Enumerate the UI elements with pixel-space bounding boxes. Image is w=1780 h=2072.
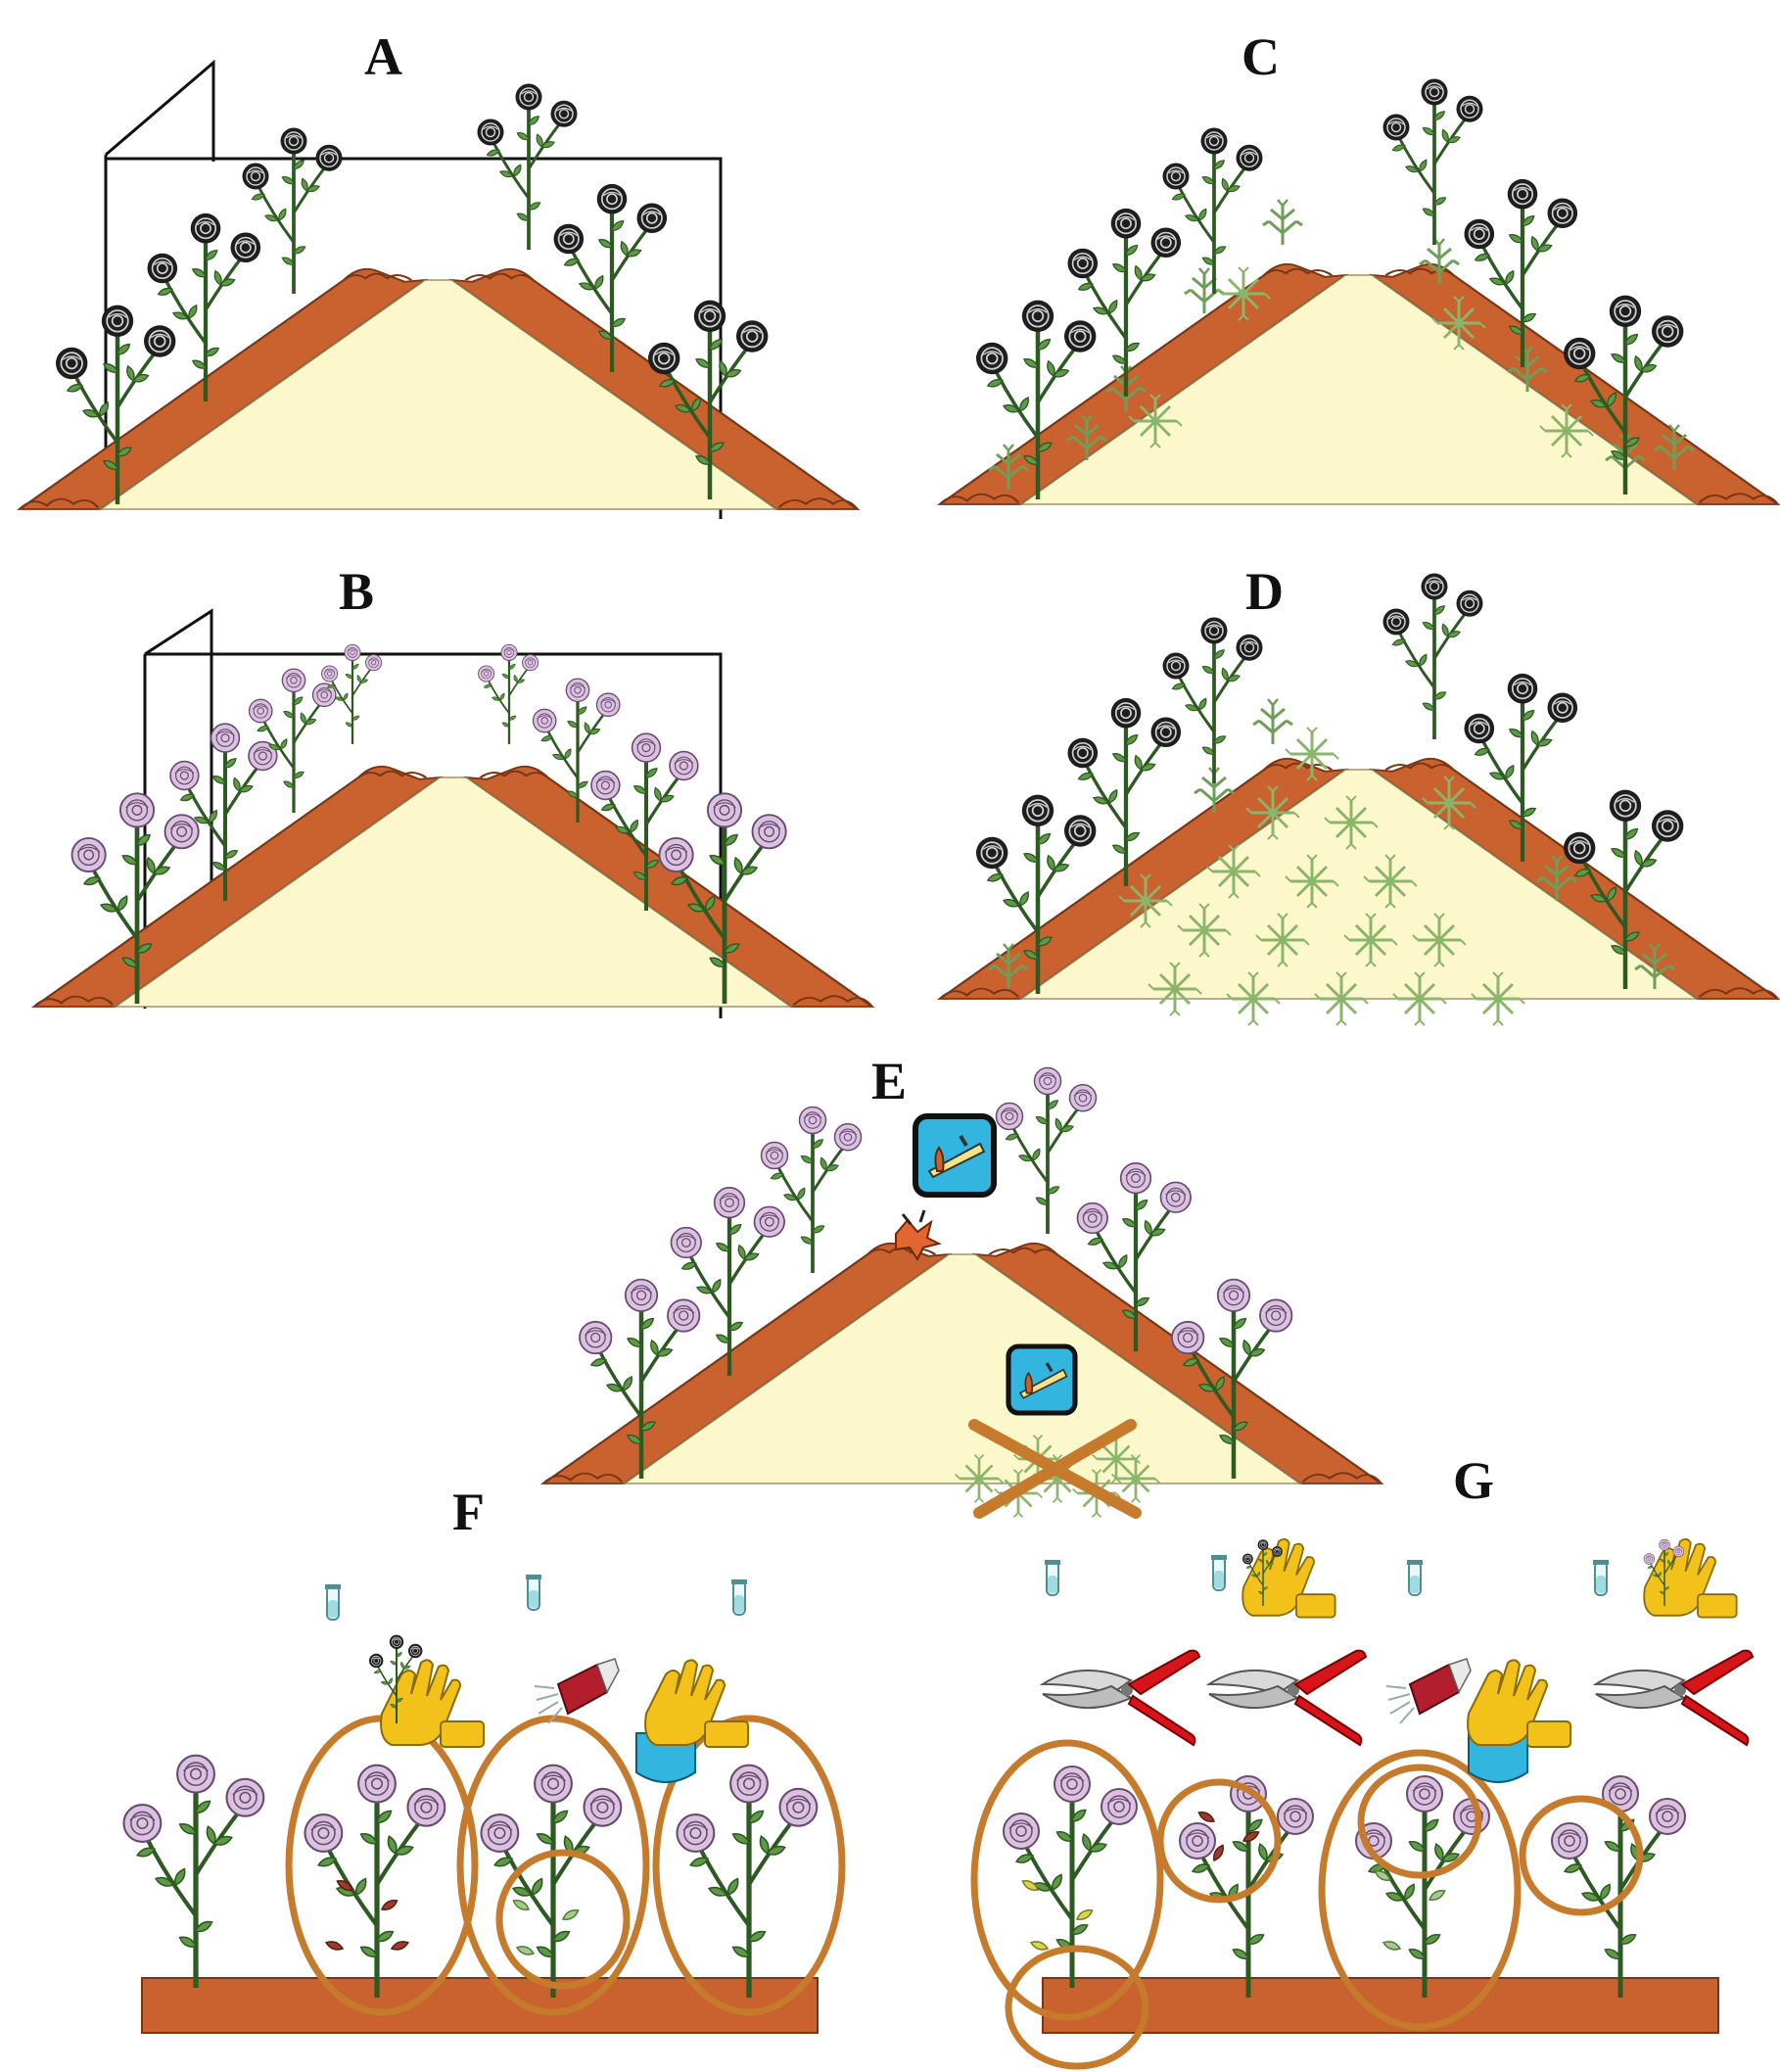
inspection-rings xyxy=(285,1715,846,2016)
panel-e: E xyxy=(541,1052,1382,1519)
glove-icon xyxy=(644,1659,749,1748)
damaged-plant xyxy=(895,1209,942,1261)
glove-icon xyxy=(1467,1659,1571,1748)
spray-can-icon xyxy=(1385,1658,1472,1724)
panel-f: F xyxy=(124,1483,846,2034)
spray-can-icon xyxy=(534,1658,620,1724)
panel-label-a: A xyxy=(364,27,402,86)
raised-bed xyxy=(938,262,1779,506)
hand-picking-action xyxy=(1241,1537,1738,1619)
pruning-shears-icon xyxy=(1042,1649,1200,1746)
raised-bed xyxy=(18,267,859,511)
crossed-weed-patch xyxy=(954,1419,1161,1519)
glove-icon xyxy=(1643,1537,1738,1619)
pruning-shears-icon xyxy=(1208,1649,1367,1746)
pruning-shears-icon xyxy=(1595,1649,1754,1746)
panel-label-g: G xyxy=(1453,1451,1494,1510)
test-tubes xyxy=(1044,1554,1610,1596)
hand-picking-action xyxy=(369,1635,485,1748)
trap-icon xyxy=(915,1116,994,1195)
panel-b: B xyxy=(32,562,873,1018)
glove-icon xyxy=(1241,1537,1336,1619)
planting-row-soil xyxy=(1042,1977,1719,2034)
raised-bed xyxy=(541,1242,1382,1485)
raised-bed xyxy=(32,765,873,1009)
panel-d: D xyxy=(938,562,1779,1027)
panel-g: G xyxy=(970,1451,1754,2070)
inspection-rings xyxy=(970,1739,1644,2070)
panel-a: A xyxy=(18,27,859,519)
test-tubes xyxy=(324,1574,748,1621)
cross-mark-icon xyxy=(968,1419,1142,1519)
panel-label-f: F xyxy=(452,1483,485,1541)
trap-icon xyxy=(1008,1346,1075,1413)
panel-label-b: B xyxy=(339,562,374,621)
panel-label-c: C xyxy=(1241,27,1280,86)
panel-label-e: E xyxy=(871,1052,907,1110)
planting-row-soil xyxy=(141,1977,819,2034)
panel-c: C xyxy=(938,27,1779,506)
panel-label-d: D xyxy=(1245,562,1284,621)
spraying-action xyxy=(1385,1658,1571,1783)
